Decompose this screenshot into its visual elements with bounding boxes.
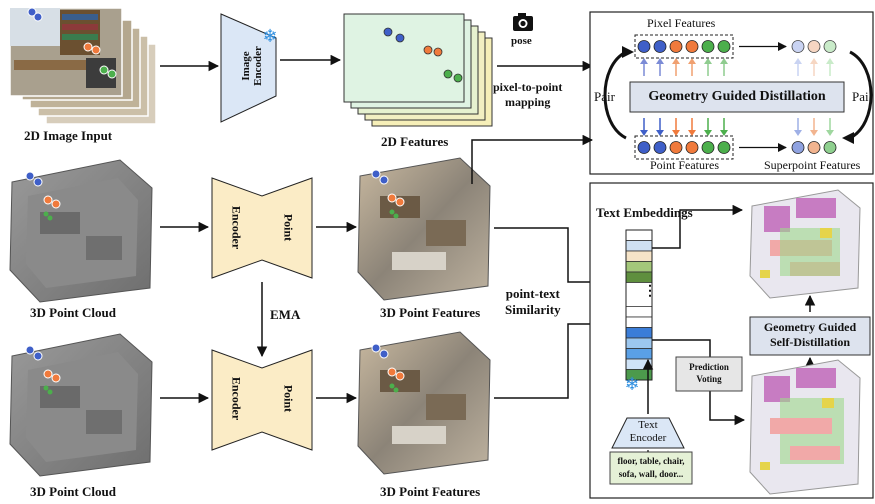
pixel-superpoint-dots — [791, 40, 837, 53]
point-features-label: Point Features — [650, 158, 719, 172]
point-features-bottom — [357, 331, 491, 475]
image-feature-dots — [27, 7, 117, 79]
point-encoder-top-right: Point — [281, 213, 296, 242]
pixel-arrows — [640, 58, 834, 76]
image-encoder — [220, 13, 277, 123]
point-arrows — [640, 118, 834, 136]
similarity-label: point-text Similarity — [505, 286, 561, 317]
point-encoder-bottom — [211, 349, 313, 451]
embedding-row — [625, 261, 653, 273]
features-2d-stack — [343, 13, 493, 127]
snowflake-icon: ❄ — [262, 26, 277, 47]
superpoint-feature-dots — [791, 141, 837, 154]
prediction-voting-label: Prediction Voting — [689, 362, 729, 384]
snowflake-icon: ❄ — [624, 374, 639, 395]
pixel-features-label: Pixel Features — [647, 16, 716, 30]
self-distillation-label: Geometry Guided Self-Distillation — [763, 320, 857, 349]
point-encoder-bottom-right: Point — [281, 384, 296, 413]
self-distillation-box — [749, 316, 871, 356]
point-cloud-bottom — [9, 333, 153, 477]
embedding-row — [625, 316, 653, 328]
pose-label: pose — [511, 35, 532, 47]
distillation-title-box — [629, 81, 845, 113]
mapping-label: pixel-to-point mapping — [493, 80, 563, 109]
embedding-row — [625, 306, 653, 318]
point-cloud-top-caption: 3D Point Cloud — [30, 305, 116, 320]
camera-icon — [513, 13, 533, 31]
point-cloud-bottom-caption: 3D Point Cloud — [30, 484, 116, 499]
prediction-voting-box — [675, 356, 743, 392]
features-2d-caption: 2D Features — [381, 134, 449, 149]
image-input-caption: 2D Image Input — [24, 128, 113, 143]
segmentation-result-bottom — [749, 359, 861, 495]
text-encoder — [611, 417, 685, 449]
embedding-row — [625, 337, 653, 349]
embedding-column-outline — [625, 229, 653, 381]
embedding-row — [625, 240, 653, 252]
embedding-ellipsis: ⋮ — [643, 284, 657, 299]
embedding-row — [625, 250, 653, 262]
text-embeddings-title: Text Embeddings — [596, 205, 693, 220]
point-encoder-bottom-left: Encoder — [229, 376, 244, 421]
pixel-feature-dots — [637, 40, 731, 53]
point-feature-dots — [637, 141, 731, 154]
class-names-label: floor, table, chair, sofa, wall, door... — [617, 456, 685, 479]
point-features-top-caption: 3D Point Features — [380, 305, 481, 320]
embedding-row — [625, 271, 653, 283]
point-features-bottom-caption: 3D Point Features — [380, 484, 481, 499]
embedding-row — [625, 348, 653, 360]
segmentation-result-top — [749, 189, 861, 299]
pair-right-label: Pai — [852, 89, 869, 104]
image-input-stack — [9, 7, 157, 125]
text-embedding-column — [625, 229, 653, 381]
embedding-row — [625, 229, 653, 241]
pair-left-label: Pair — [594, 89, 615, 104]
point-features-top — [357, 157, 491, 301]
distillation-title: Geometry Guided Distillation — [648, 89, 826, 104]
text-encoder-label: Text Encoder — [629, 419, 667, 444]
point-encoder-top-left: Encoder — [229, 205, 244, 250]
embedding-row — [625, 327, 653, 339]
class-names-box — [609, 451, 693, 485]
ema-label: EMA — [270, 307, 301, 322]
image-encoder-label: Image Encoder — [240, 46, 264, 86]
superpoint-features-label: Superpoint Features — [764, 158, 861, 172]
point-encoder-top — [211, 177, 313, 279]
point-cloud-top — [9, 159, 153, 303]
